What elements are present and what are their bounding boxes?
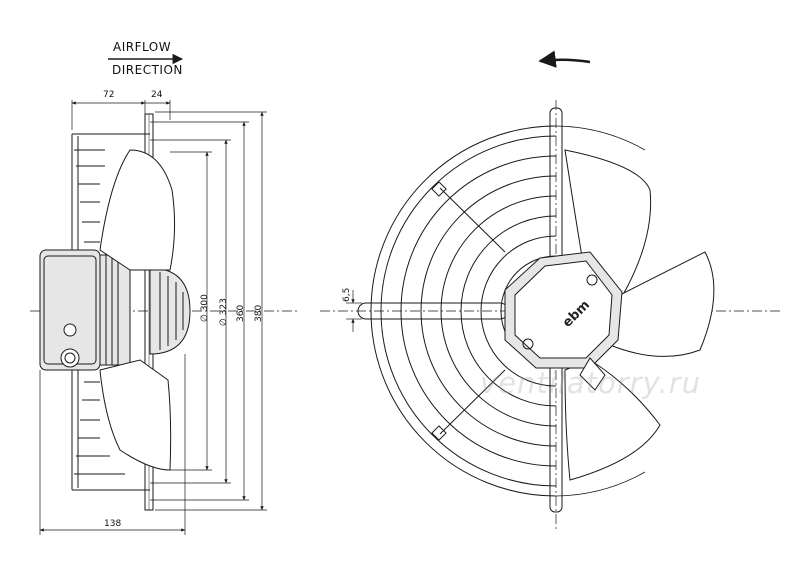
dimension-380-label: 380 (254, 304, 264, 322)
motor-side (39, 249, 131, 371)
dimension-72-label: 72 (103, 90, 115, 100)
cable-gland-icon (579, 357, 606, 391)
dimension-360-label: 360 (236, 304, 246, 322)
dimension-300-label: ∅ 300 (200, 294, 210, 322)
motor-front (504, 251, 623, 391)
guard-spoke (439, 369, 506, 435)
dimension-323-label: ∅ 323 (219, 298, 229, 326)
blade-side-bottom (99, 359, 172, 471)
dimension-138-label: 138 (104, 519, 122, 529)
dimension-24-label: 24 (151, 90, 163, 100)
dimension-lines (39, 100, 267, 535)
rotor-hub-side (149, 267, 191, 355)
guard-spoke (439, 187, 506, 253)
rotation-arrow (538, 50, 591, 68)
front-view (320, 100, 780, 530)
blade-front-bottom (564, 359, 661, 481)
watermark: ventilatorry.ru (480, 366, 702, 400)
screw-icon (522, 338, 534, 350)
guard-rings-front (370, 125, 646, 497)
dimension-6-5 (346, 290, 362, 332)
screw-icon (586, 274, 598, 286)
dimension-6-5-label: 6,5 (342, 287, 352, 302)
airflow-label: AIRFLOW (113, 40, 172, 54)
blade-front-right (609, 251, 715, 357)
blade-side-top (99, 149, 176, 271)
direction-label: DIRECTION (112, 63, 183, 77)
side-view (30, 113, 300, 511)
